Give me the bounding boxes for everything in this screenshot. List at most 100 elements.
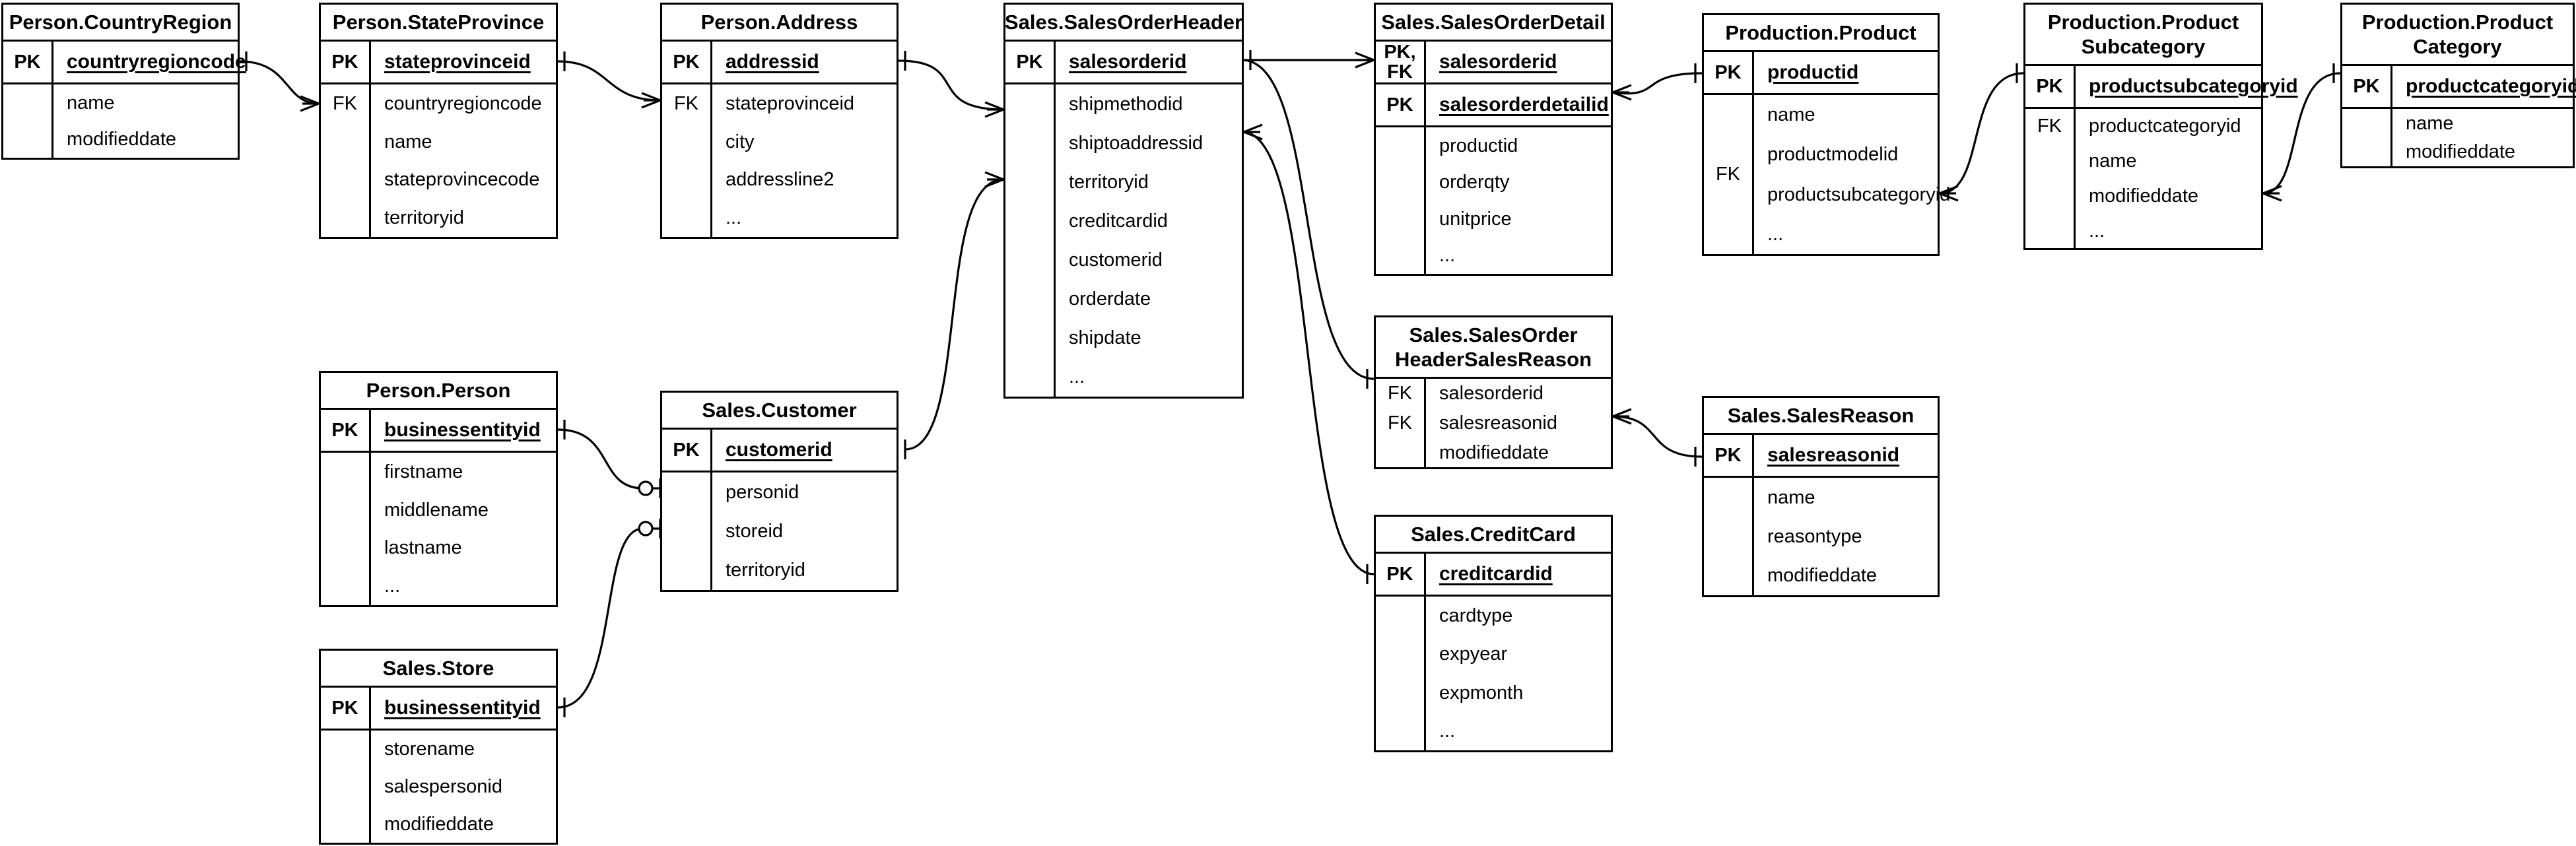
fk-label <box>662 199 710 237</box>
fk-label: FK <box>673 92 699 114</box>
entity-title: Production.Product <box>1704 15 1938 52</box>
attribute-block: FK productcategoryid name modifieddate .… <box>2025 109 2261 248</box>
attribute: orderqty <box>1439 172 1510 193</box>
pk-name: productsubcategoryid <box>2089 75 2298 97</box>
pk-name: salesreasonid <box>1767 444 1900 466</box>
entity-production-productsubcategory[interactable]: Production.Product Subcategory PK produc… <box>2023 3 2298 250</box>
attribute-name-column: name productmodelid productsubcategoryid… <box>1754 95 1950 254</box>
pk-label: PK <box>1376 554 1426 595</box>
relationship-countryregion-stateprovince <box>239 51 320 112</box>
entity-title: Sales.SalesOrderDetail <box>1376 5 1611 42</box>
pk-name: addressid <box>726 51 819 73</box>
attribute: middlename <box>384 499 489 521</box>
pk-name-cell: creditcardid <box>1426 554 1611 595</box>
pk-name-cell: salesorderid <box>1426 42 1611 82</box>
attribute-name-column: shipmethodid shiptoaddressid territoryid… <box>1056 84 1242 397</box>
fk-label <box>662 123 710 161</box>
attribute-key-column <box>1376 127 1426 274</box>
attribute-name-column: personid storeid territoryid <box>712 472 897 590</box>
entity-sales-customer[interactable]: Sales.Customer PK customerid personid st… <box>660 391 898 592</box>
primary-key-row: PK addressid <box>662 42 897 84</box>
attribute: modifieddate <box>1767 565 1878 587</box>
fk-label: FK <box>1387 383 1413 405</box>
pk-name-cell: salesorderdetailid <box>1426 84 1611 125</box>
pk-label: PK <box>2025 66 2076 107</box>
entity-production-product[interactable]: Production.Product PK productid FK name … <box>1702 13 1950 256</box>
attribute-key-column <box>1005 84 1056 397</box>
entity-sales-salesorderheader[interactable]: Sales.SalesOrderHeader PK salesorderid s… <box>1003 3 1244 399</box>
pk-name-cell: countryregioncode <box>53 42 246 82</box>
attribute: personid <box>726 481 799 503</box>
attribute-block: storename salespersonid modifieddate <box>321 731 556 843</box>
attribute-block: shipmethodid shiptoaddressid territoryid… <box>1005 84 1242 397</box>
attribute: city <box>726 131 755 152</box>
fk-label <box>2025 213 2074 248</box>
primary-key-row: PK, FK salesorderid <box>1376 42 1611 84</box>
attribute: name <box>1767 486 1815 508</box>
entity-body: PK productcategoryid name modifieddate <box>2342 66 2576 166</box>
fk-label: FK <box>1387 412 1413 434</box>
relationship-store-customer <box>557 519 661 717</box>
attribute: modifieddate <box>2406 141 2516 163</box>
entity-body: PK salesorderid shipmethodid shiptoaddre… <box>1005 42 1242 397</box>
pk-name: productid <box>1767 61 1859 83</box>
attribute-key-column: FK <box>662 84 712 237</box>
attribute: expmonth <box>1439 682 1524 703</box>
attribute: ... <box>1439 720 1456 742</box>
primary-key-row: PK salesreasonid <box>1704 435 1938 478</box>
entity-sales-creditcard[interactable]: Sales.CreditCard PK creditcardid cardtyp… <box>1374 515 1613 752</box>
entity-title: Production.Product Subcategory <box>2025 5 2261 66</box>
attribute: reasontype <box>1767 525 1862 547</box>
pk-label: PK <box>662 42 712 82</box>
attribute-key-column <box>662 472 712 590</box>
attribute: salesreasonid <box>1439 412 1557 434</box>
fk-label: FK <box>1715 164 1741 185</box>
entity-title: Person.Address <box>662 5 897 42</box>
attribute: shiptoaddressid <box>1069 132 1203 154</box>
attribute: name <box>384 131 432 152</box>
entity-sales-salesorderdetail[interactable]: Sales.SalesOrderDetail PK, FK salesorder… <box>1374 3 1613 276</box>
attribute-name-column: name modifieddate <box>2392 109 2573 166</box>
attribute-key-column <box>1704 478 1754 595</box>
relationship-salesorderheadersalesreason-salesreason <box>1612 408 1703 467</box>
attribute-key-column: FK <box>2025 109 2076 248</box>
entity-body: PK productsubcategoryid FK productcatego… <box>2025 66 2298 248</box>
attribute: ... <box>1767 223 1784 245</box>
entity-production-productcategory[interactable]: Production.Product Category PK productca… <box>2340 3 2576 168</box>
attribute: cardtype <box>1439 605 1513 627</box>
attribute-block: FK stateprovinceid city addressline2 ... <box>662 84 897 237</box>
pk-label: PK <box>1376 84 1426 125</box>
attribute: expyear <box>1439 643 1508 665</box>
attribute: customerid <box>1069 249 1163 271</box>
pk-label: PK <box>3 42 53 82</box>
attribute-key-column <box>2342 109 2392 166</box>
entity-person-address[interactable]: Person.Address PK addressid FK stateprov… <box>660 3 898 239</box>
pk-label: PK <box>1704 435 1754 476</box>
attribute-name-column: name reasontype modifieddate <box>1754 478 1938 595</box>
entity-title: Production.Product Category <box>2342 5 2573 66</box>
entity-sales-salesreason[interactable]: Sales.SalesReason PK salesreasonid name … <box>1702 396 1940 597</box>
attribute: unitprice <box>1439 208 1512 230</box>
attribute: name <box>2089 150 2137 172</box>
attribute: productid <box>1439 135 1518 156</box>
attribute-block: cardtype expyear expmonth ... <box>1376 597 1611 750</box>
entity-person-stateprovince[interactable]: Person.StateProvince PK stateprovinceid … <box>319 3 558 239</box>
pk-name: productcategoryid <box>2406 75 2576 97</box>
pk-name: customerid <box>726 439 832 461</box>
attribute-key-column: FK <box>1704 95 1754 254</box>
entity-person-person[interactable]: Person.Person PK businessentityid firstn… <box>319 371 558 607</box>
entity-body: PK creditcardid cardtype expyear expmont… <box>1376 554 1611 750</box>
entity-sales-salesorderheadersalesreason[interactable]: Sales.SalesOrder HeaderSalesReason FK FK… <box>1374 315 1613 469</box>
pk-name-cell: businessentityid <box>371 410 556 451</box>
fk-label: FK <box>332 92 358 114</box>
attribute: storeid <box>726 520 784 542</box>
entity-person-countryregion[interactable]: Person.CountryRegion PK countryregioncod… <box>1 3 246 160</box>
entity-body: PK customerid personid storeid territory… <box>662 430 897 590</box>
attribute: addressline2 <box>726 169 834 191</box>
entity-body: FK FK salesorderid salesreasonid modifie… <box>1376 379 1611 467</box>
relationship-person-customer <box>557 420 661 498</box>
relationship-stateprovince-address <box>557 51 661 109</box>
entity-sales-store[interactable]: Sales.Store PK businessentityid storenam… <box>319 649 558 845</box>
entity-title: Person.CountryRegion <box>3 5 238 42</box>
primary-key-row: PK businessentityid <box>321 410 556 453</box>
